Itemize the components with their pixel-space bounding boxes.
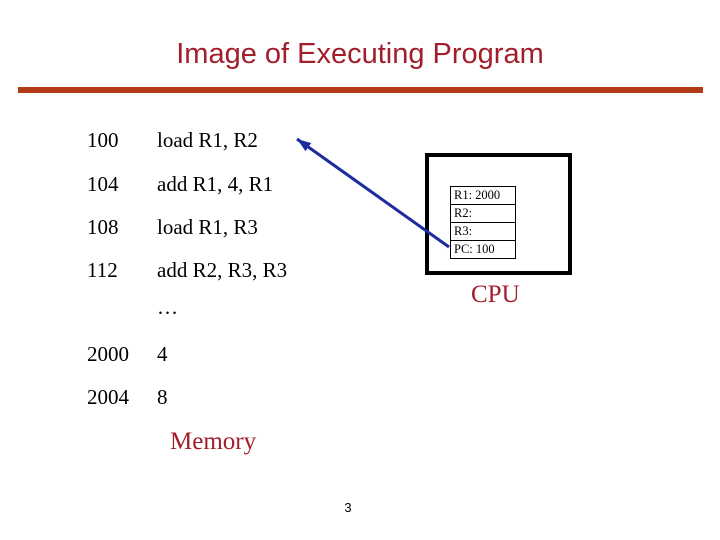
memory-address: 108 [87, 215, 119, 239]
memory-address: 100 [87, 128, 119, 152]
cpu-label: CPU [471, 281, 520, 308]
memory-row: 2000 4 [87, 342, 168, 366]
memory-value: load R1, R3 [157, 215, 258, 239]
memory-value: … [157, 295, 178, 319]
memory-row: 104 add R1, 4, R1 [87, 172, 273, 196]
register-table: R1: 2000 R2: R3: PC: 100 [450, 186, 516, 259]
memory-row: … [87, 295, 178, 319]
register-r1: R1: 2000 [450, 186, 516, 205]
memory-row: 112 add R2, R3, R3 [87, 258, 287, 282]
register-r3: R3: [450, 223, 516, 241]
memory-address: 104 [87, 172, 119, 196]
register-pc: PC: 100 [450, 241, 516, 259]
memory-address: 2000 [87, 342, 129, 366]
memory-value: load R1, R2 [157, 128, 258, 152]
memory-value: 4 [157, 342, 168, 366]
memory-label: Memory [170, 428, 257, 455]
page-number: 3 [344, 500, 352, 515]
memory-address: 2004 [87, 385, 129, 409]
memory-value: add R1, 4, R1 [157, 172, 274, 196]
memory-value: 8 [157, 385, 168, 409]
slide-title: Image of Executing Program [176, 38, 544, 70]
memory-address: 112 [87, 258, 118, 282]
register-r2: R2: [450, 205, 516, 223]
memory-value: add R2, R3, R3 [157, 258, 288, 282]
title-divider [18, 87, 703, 93]
memory-row: 100 load R1, R2 [87, 128, 258, 152]
memory-row: 108 load R1, R3 [87, 215, 258, 239]
memory-row: 2004 8 [87, 385, 168, 409]
